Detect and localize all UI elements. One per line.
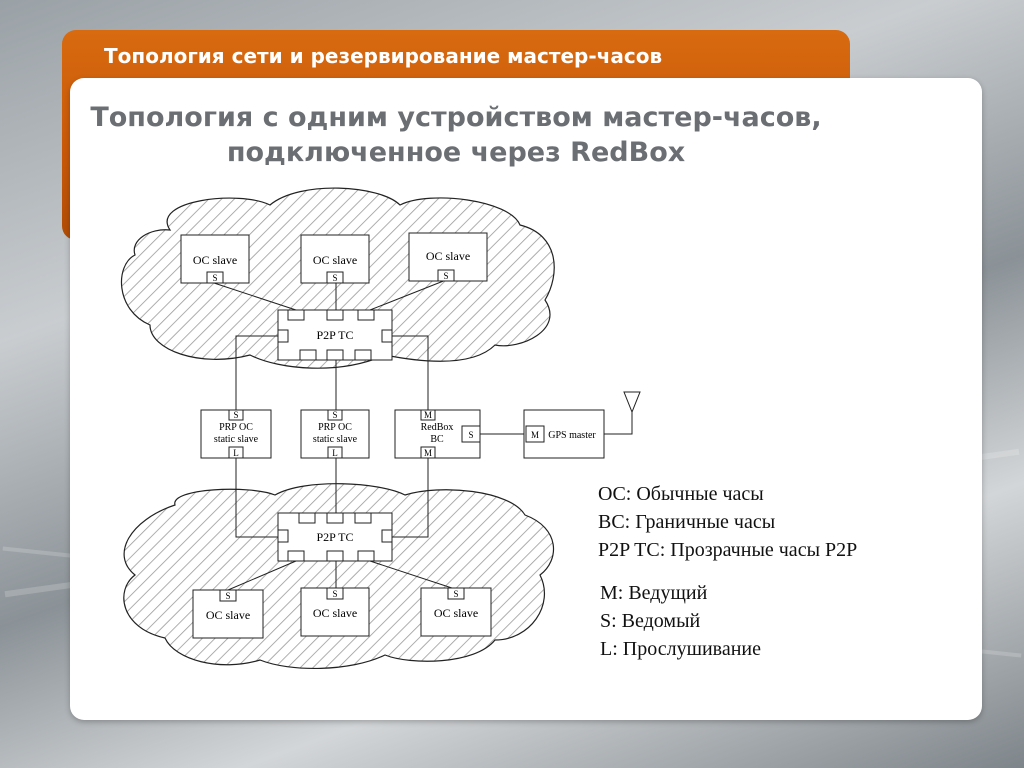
svg-text:P2P TC: P2P TC <box>316 328 353 342</box>
prp-oc-static-slave-a: S PRP OC static slave L <box>200 409 272 459</box>
svg-text:M: M <box>424 410 432 420</box>
gps-master: M GPS master <box>523 409 605 459</box>
svg-text:S: S <box>468 430 473 440</box>
bottom-oc-slave-1: S OC slave <box>192 589 264 639</box>
bottom-oc-slave-2: S OC slave <box>300 587 370 637</box>
abbreviation-legend: OC: Обычные часы BC: Граничные часы P2P … <box>598 480 857 564</box>
svg-text:OC slave: OC slave <box>313 606 357 620</box>
legend-item: S: Ведомый <box>600 610 701 632</box>
svg-text:L: L <box>332 448 338 458</box>
svg-text:static slave: static slave <box>313 434 358 445</box>
svg-text:OC slave: OC slave <box>206 608 250 622</box>
svg-text:BC: BC <box>430 434 444 445</box>
bottom-oc-slave-3: S OC slave <box>420 587 492 637</box>
slide-title-line1: Топология с одним устройством мастер-час… <box>90 102 822 133</box>
svg-text:L: L <box>233 448 239 458</box>
redbox-bc: M RedBox BC S M <box>394 409 481 459</box>
top-oc-slave-2: OC slave S <box>300 234 370 284</box>
bottom-p2p-tc: P2P TC <box>277 512 393 562</box>
legend-item: OC: Обычные часы <box>598 483 764 505</box>
prp-oc-static-slave-b: S PRP OC static slave L <box>300 409 370 459</box>
bottom-network-cloud <box>123 483 555 669</box>
svg-text:OC slave: OC slave <box>313 253 357 267</box>
legend-item: BC: Граничные часы <box>598 511 776 533</box>
legend-item: L: Прослушивание <box>600 638 762 660</box>
svg-text:GPS master: GPS master <box>548 430 596 441</box>
svg-text:P2P TC: P2P TC <box>316 530 353 544</box>
svg-text:S: S <box>212 273 217 283</box>
svg-text:M: M <box>531 430 539 440</box>
svg-text:PRP OC: PRP OC <box>318 422 352 433</box>
svg-text:RedBox: RedBox <box>421 422 454 433</box>
svg-text:S: S <box>225 591 230 601</box>
header-title: Топология сети и резервирование мастер-ч… <box>104 44 663 68</box>
svg-text:OC slave: OC slave <box>193 253 237 267</box>
svg-text:S: S <box>233 410 238 420</box>
svg-text:S: S <box>332 410 337 420</box>
svg-text:PRP OC: PRP OC <box>219 422 253 433</box>
top-oc-slave-3: OC slave S <box>408 232 488 282</box>
connection-lines <box>213 279 633 591</box>
legend-item: P2P TC: Прозрачные часы P2P <box>598 539 858 561</box>
port-role-legend: M: Ведущий S: Ведомый L: Прослушивание <box>600 579 761 663</box>
top-p2p-tc: P2P TC <box>277 309 393 361</box>
svg-text:S: S <box>332 589 337 599</box>
svg-text:M: M <box>424 448 432 458</box>
svg-text:S: S <box>332 273 337 283</box>
svg-text:S: S <box>443 271 448 281</box>
slide-title: Топология с одним устройством мастер-час… <box>0 100 912 170</box>
slide-title-line2: подключенное через RedBox <box>226 137 686 168</box>
top-oc-slave-1: OC slave S <box>180 234 250 284</box>
antenna-icon <box>623 391 641 414</box>
svg-text:OC slave: OC slave <box>434 606 478 620</box>
svg-text:static slave: static slave <box>214 434 259 445</box>
legend-item: M: Ведущий <box>600 582 708 604</box>
svg-text:OC slave: OC slave <box>426 249 470 263</box>
svg-text:S: S <box>453 589 458 599</box>
